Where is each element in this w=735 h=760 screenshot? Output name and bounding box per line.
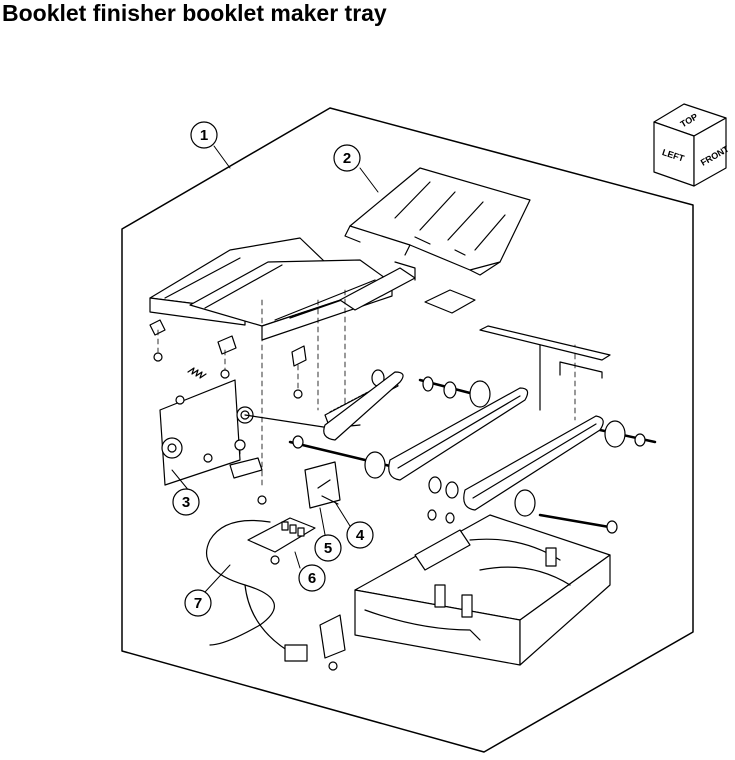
cable-harness: [205, 519, 346, 662]
rail-bracket: [479, 325, 611, 411]
callout-6: 6: [298, 564, 326, 592]
pulleys: [292, 369, 646, 534]
exit-tray: [344, 167, 531, 276]
callout-7: 7: [184, 589, 212, 617]
circuit-board: [247, 517, 316, 553]
callout-3: 3: [172, 488, 200, 516]
callout-5: 5: [314, 534, 342, 562]
callout-2-label: 2: [343, 150, 351, 167]
callout-5-label: 5: [324, 540, 332, 557]
sensor-bracket: [304, 461, 341, 509]
callout-4: 4: [346, 521, 374, 549]
page-title: Booklet finisher booklet maker tray: [2, 0, 387, 26]
callout-leaders: [171, 145, 379, 593]
callout-3-label: 3: [182, 494, 190, 511]
callout-7-label: 7: [194, 595, 202, 612]
side-frame-assembly: [159, 377, 399, 486]
callout-2: 2: [333, 144, 361, 172]
callout-1: 1: [190, 121, 218, 149]
spring: [187, 367, 207, 379]
assembly-outline: [121, 107, 694, 753]
base-tray: [354, 514, 611, 666]
orientation-cube: TOP LEFT FRONT: [653, 103, 731, 187]
callout-1-label: 1: [200, 127, 208, 144]
callout-4-label: 4: [356, 527, 365, 544]
timing-belts: [323, 371, 604, 511]
tray-shadow: [424, 289, 476, 314]
callout-6-label: 6: [308, 570, 316, 587]
upper-frame: [149, 237, 416, 367]
assembly-guide-lines: [157, 289, 576, 486]
